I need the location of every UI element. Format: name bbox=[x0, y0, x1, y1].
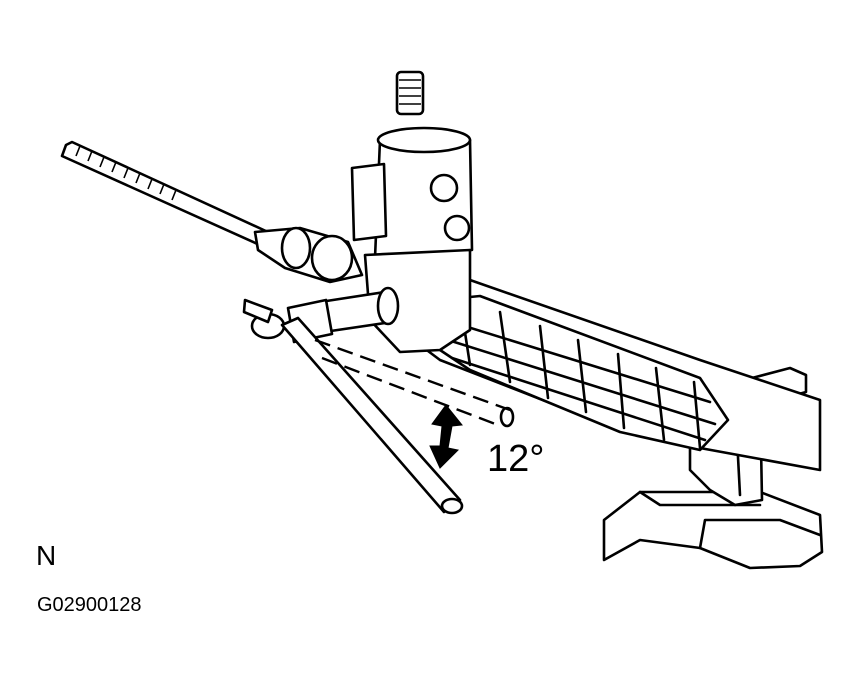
dashed-wrench-end bbox=[499, 406, 515, 428]
tie-rod bbox=[60, 140, 270, 248]
view-label: N bbox=[36, 540, 57, 571]
rotation-arrow bbox=[429, 404, 463, 469]
preload-wrench bbox=[242, 286, 464, 515]
figure-code: G02900128 bbox=[37, 594, 142, 616]
rack-boot-left bbox=[253, 226, 364, 284]
gear-housing bbox=[350, 70, 474, 354]
angle-label: 12° bbox=[487, 438, 545, 480]
rack-housing bbox=[398, 278, 822, 472]
dashed-wrench-position bbox=[314, 338, 511, 427]
